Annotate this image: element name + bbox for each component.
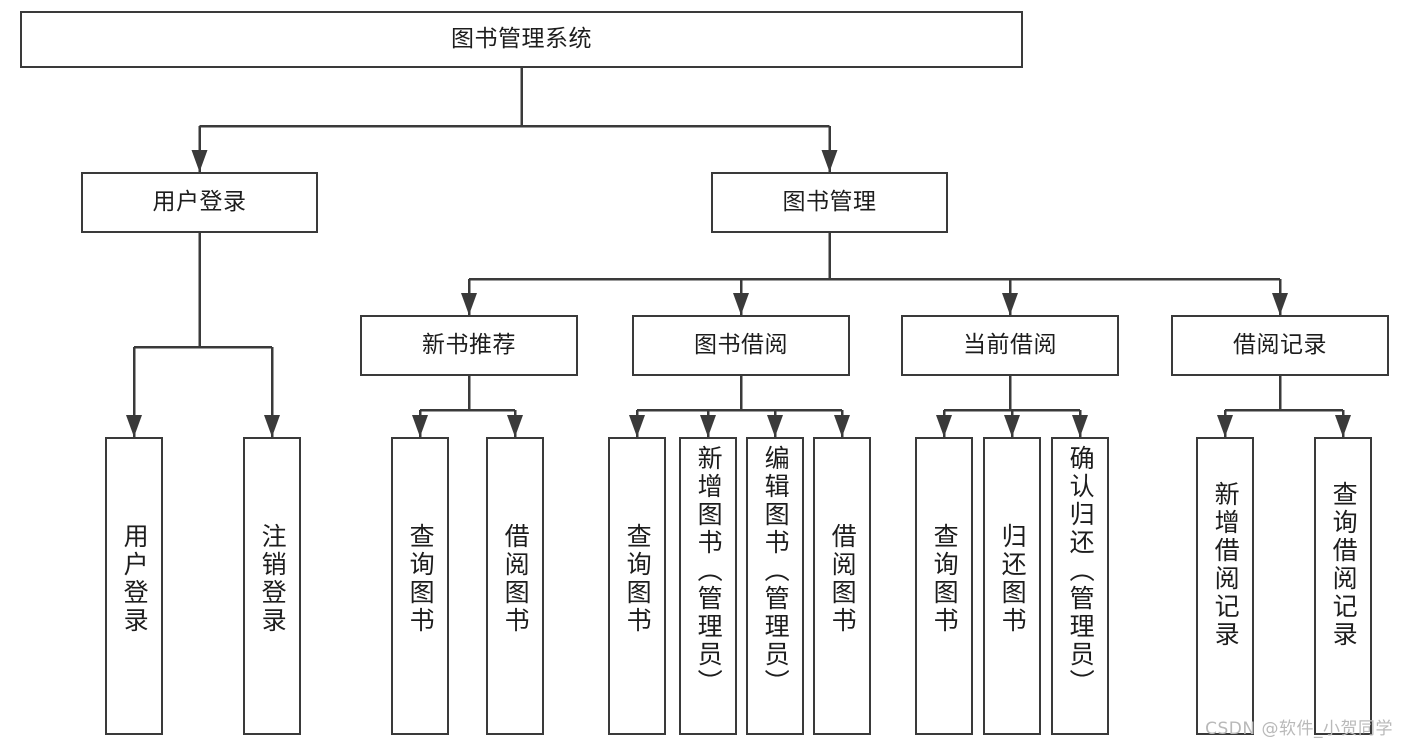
node-label: 查询图书 <box>623 523 653 635</box>
node-label: 确认归还（管理员） <box>1066 445 1096 697</box>
node-label: 查询图书 <box>930 523 960 635</box>
node-label: 归还图书 <box>998 523 1028 635</box>
node-label: 编辑图书（管理员） <box>761 445 791 697</box>
node-leaf-return-books[interactable]: 归还图书 <box>983 437 1041 735</box>
node-label: 用户登录 <box>152 188 247 215</box>
node-leaf-user-login[interactable]: 用户登录 <box>105 437 163 735</box>
node-book-management[interactable]: 图书管理 <box>711 172 948 233</box>
node-leaf-borrow-books-recommendation[interactable]: 借阅图书 <box>486 437 544 735</box>
watermark: CSDN @软件_小贺同学 <box>1205 719 1393 739</box>
node-label: 用户登录 <box>120 523 150 635</box>
node-label: 图书管理 <box>782 188 877 215</box>
node-leaf-query-books-recommendation[interactable]: 查询图书 <box>391 437 449 735</box>
node-borrowing-records[interactable]: 借阅记录 <box>1171 315 1389 376</box>
node-label: 新书推荐 <box>422 331 516 358</box>
node-label: 新增借阅记录 <box>1211 481 1241 649</box>
node-label: 查询图书 <box>406 523 436 635</box>
node-leaf-confirm-return-admin[interactable]: 确认归还（管理员） <box>1051 437 1109 735</box>
node-new-book-recommendation[interactable]: 新书推荐 <box>360 315 578 376</box>
node-label: 借阅图书 <box>501 523 531 635</box>
node-leaf-borrow-books-borrowing[interactable]: 借阅图书 <box>813 437 871 735</box>
node-leaf-logout-login[interactable]: 注销登录 <box>243 437 301 735</box>
node-leaf-edit-book-admin[interactable]: 编辑图书（管理员） <box>746 437 804 735</box>
node-user-login[interactable]: 用户登录 <box>81 172 318 233</box>
node-book-management-system[interactable]: 图书管理系统 <box>20 11 1023 68</box>
node-leaf-add-borrowing-record[interactable]: 新增借阅记录 <box>1196 437 1254 735</box>
node-leaf-query-books-current[interactable]: 查询图书 <box>915 437 973 735</box>
node-label: 图书管理系统 <box>451 25 592 52</box>
node-label: 注销登录 <box>258 523 288 635</box>
node-leaf-query-books-borrowing[interactable]: 查询图书 <box>608 437 666 735</box>
node-label: 图书借阅 <box>694 331 788 358</box>
node-label: 当前借阅 <box>963 331 1057 358</box>
node-current-borrowing[interactable]: 当前借阅 <box>901 315 1119 376</box>
node-label: 借阅图书 <box>828 523 858 635</box>
node-book-borrowing[interactable]: 图书借阅 <box>632 315 850 376</box>
node-leaf-add-book-admin[interactable]: 新增图书（管理员） <box>679 437 737 735</box>
node-label: 借阅记录 <box>1233 331 1327 358</box>
node-leaf-query-borrowing-record[interactable]: 查询借阅记录 <box>1314 437 1372 735</box>
node-label: 新增图书（管理员） <box>694 445 724 697</box>
node-label: 查询借阅记录 <box>1329 481 1359 649</box>
